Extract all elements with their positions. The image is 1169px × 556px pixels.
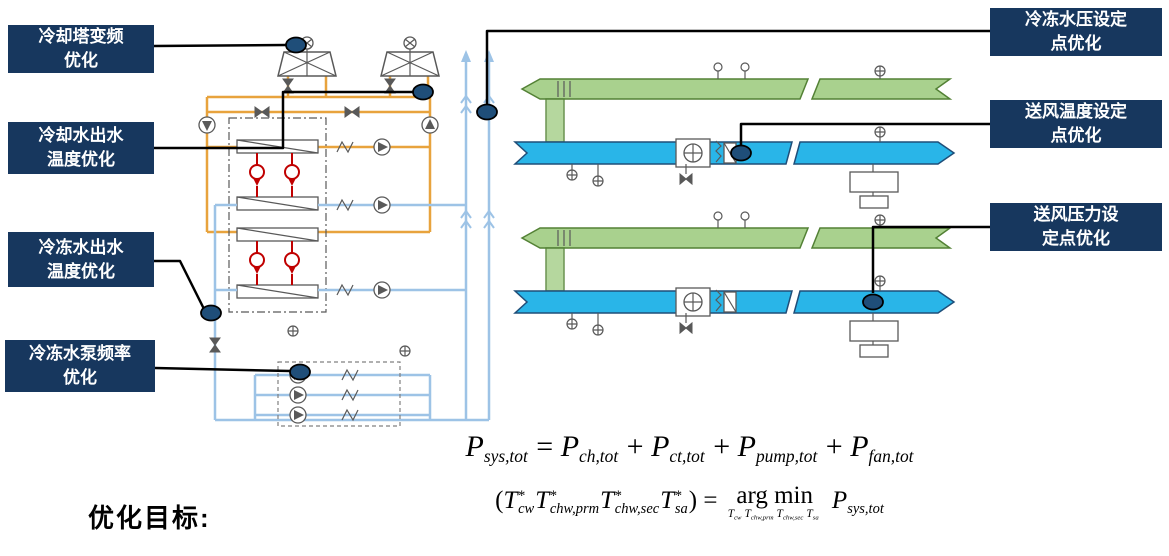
compressor-icon: [249, 164, 265, 180]
callout-line1: 冷却水出水: [38, 126, 124, 146]
callout-supply-air-temp-setpoint: 送风温度设定 点优化: [990, 100, 1162, 148]
chiller-group: [228, 117, 327, 313]
callout-line2: 点优化: [1050, 34, 1102, 53]
ahu-system-2: [514, 211, 955, 358]
marker-chilled-water-outlet: [200, 304, 222, 322]
connector-supply-air-temp: [739, 122, 990, 145]
callout-cooling-tower-vfd: 冷却塔变频 优化: [8, 25, 154, 73]
callout-line1: 送风温度设定: [1025, 102, 1127, 122]
callout-chilled-water-outlet-temp: 冷冻水出水 温度优化: [8, 232, 154, 287]
compressor-icon: [284, 252, 300, 268]
optimization-markers: [200, 36, 884, 381]
callout-line2: 温度优化: [47, 150, 115, 169]
cooling-towers: [277, 36, 440, 77]
ahu-system-1: [514, 62, 955, 209]
connector-chilled-water-outlet: [154, 259, 206, 310]
callout-line2: 点优化: [1050, 126, 1102, 145]
callout-line2: 优化: [64, 51, 98, 70]
connector-cooling-water-outlet: [154, 90, 413, 150]
connector-pump-frequency: [154, 366, 291, 373]
callout-chilled-water-pump-freq: 冷冻水泵频率 优化: [5, 340, 155, 392]
marker-chw-pressure: [476, 103, 498, 121]
callout-connectors: [153, 29, 990, 373]
marker-cooling-tower-vfd: [285, 36, 307, 54]
compressor-icon: [284, 164, 300, 180]
callout-chw-pressure-setpoint: 冷冻水压设定 点优化: [990, 8, 1162, 56]
callout-cooling-water-outlet-temp: 冷却水出水 温度优化: [8, 122, 154, 174]
callout-line2: 优化: [63, 368, 97, 387]
callout-line1: 送风压力设: [1033, 205, 1119, 225]
primary-pump-rows: [336, 138, 391, 299]
riser-arrow-icon: [484, 50, 494, 62]
callout-supply-air-pressure-setpoint: 送风压力设 定点优化: [990, 203, 1162, 251]
marker-supply-air-temp: [730, 144, 752, 162]
marker-supply-air-pressure: [862, 293, 884, 311]
pump-group-boundary: [277, 361, 401, 427]
chiller-boundary: [228, 117, 327, 313]
callout-line1: 冷冻水出水: [38, 237, 124, 257]
callout-line1: 冷冻水压设定: [1025, 10, 1127, 30]
connector-cooling-tower-vfd: [153, 43, 287, 48]
secondary-pump-group: [277, 361, 401, 427]
marker-cooling-water-outlet: [412, 83, 434, 101]
callout-line1: 冷冻水泵频率: [29, 344, 131, 364]
formula-total-power: Psys,tot = Pch,tot + Pct,tot + Ppump,tot…: [465, 430, 914, 467]
callout-line1: 冷却塔变频: [38, 27, 124, 47]
marker-pump-frequency: [289, 363, 311, 381]
callout-line2: 定点优化: [1042, 229, 1110, 248]
callout-line2: 温度优化: [47, 261, 115, 281]
riser-arrow-icon: [461, 50, 471, 62]
objective-label: 优化目标:: [88, 503, 211, 533]
compressor-icon: [249, 252, 265, 268]
connector-chw-pressure: [485, 29, 990, 104]
connector-supply-air-pressure: [871, 225, 990, 293]
